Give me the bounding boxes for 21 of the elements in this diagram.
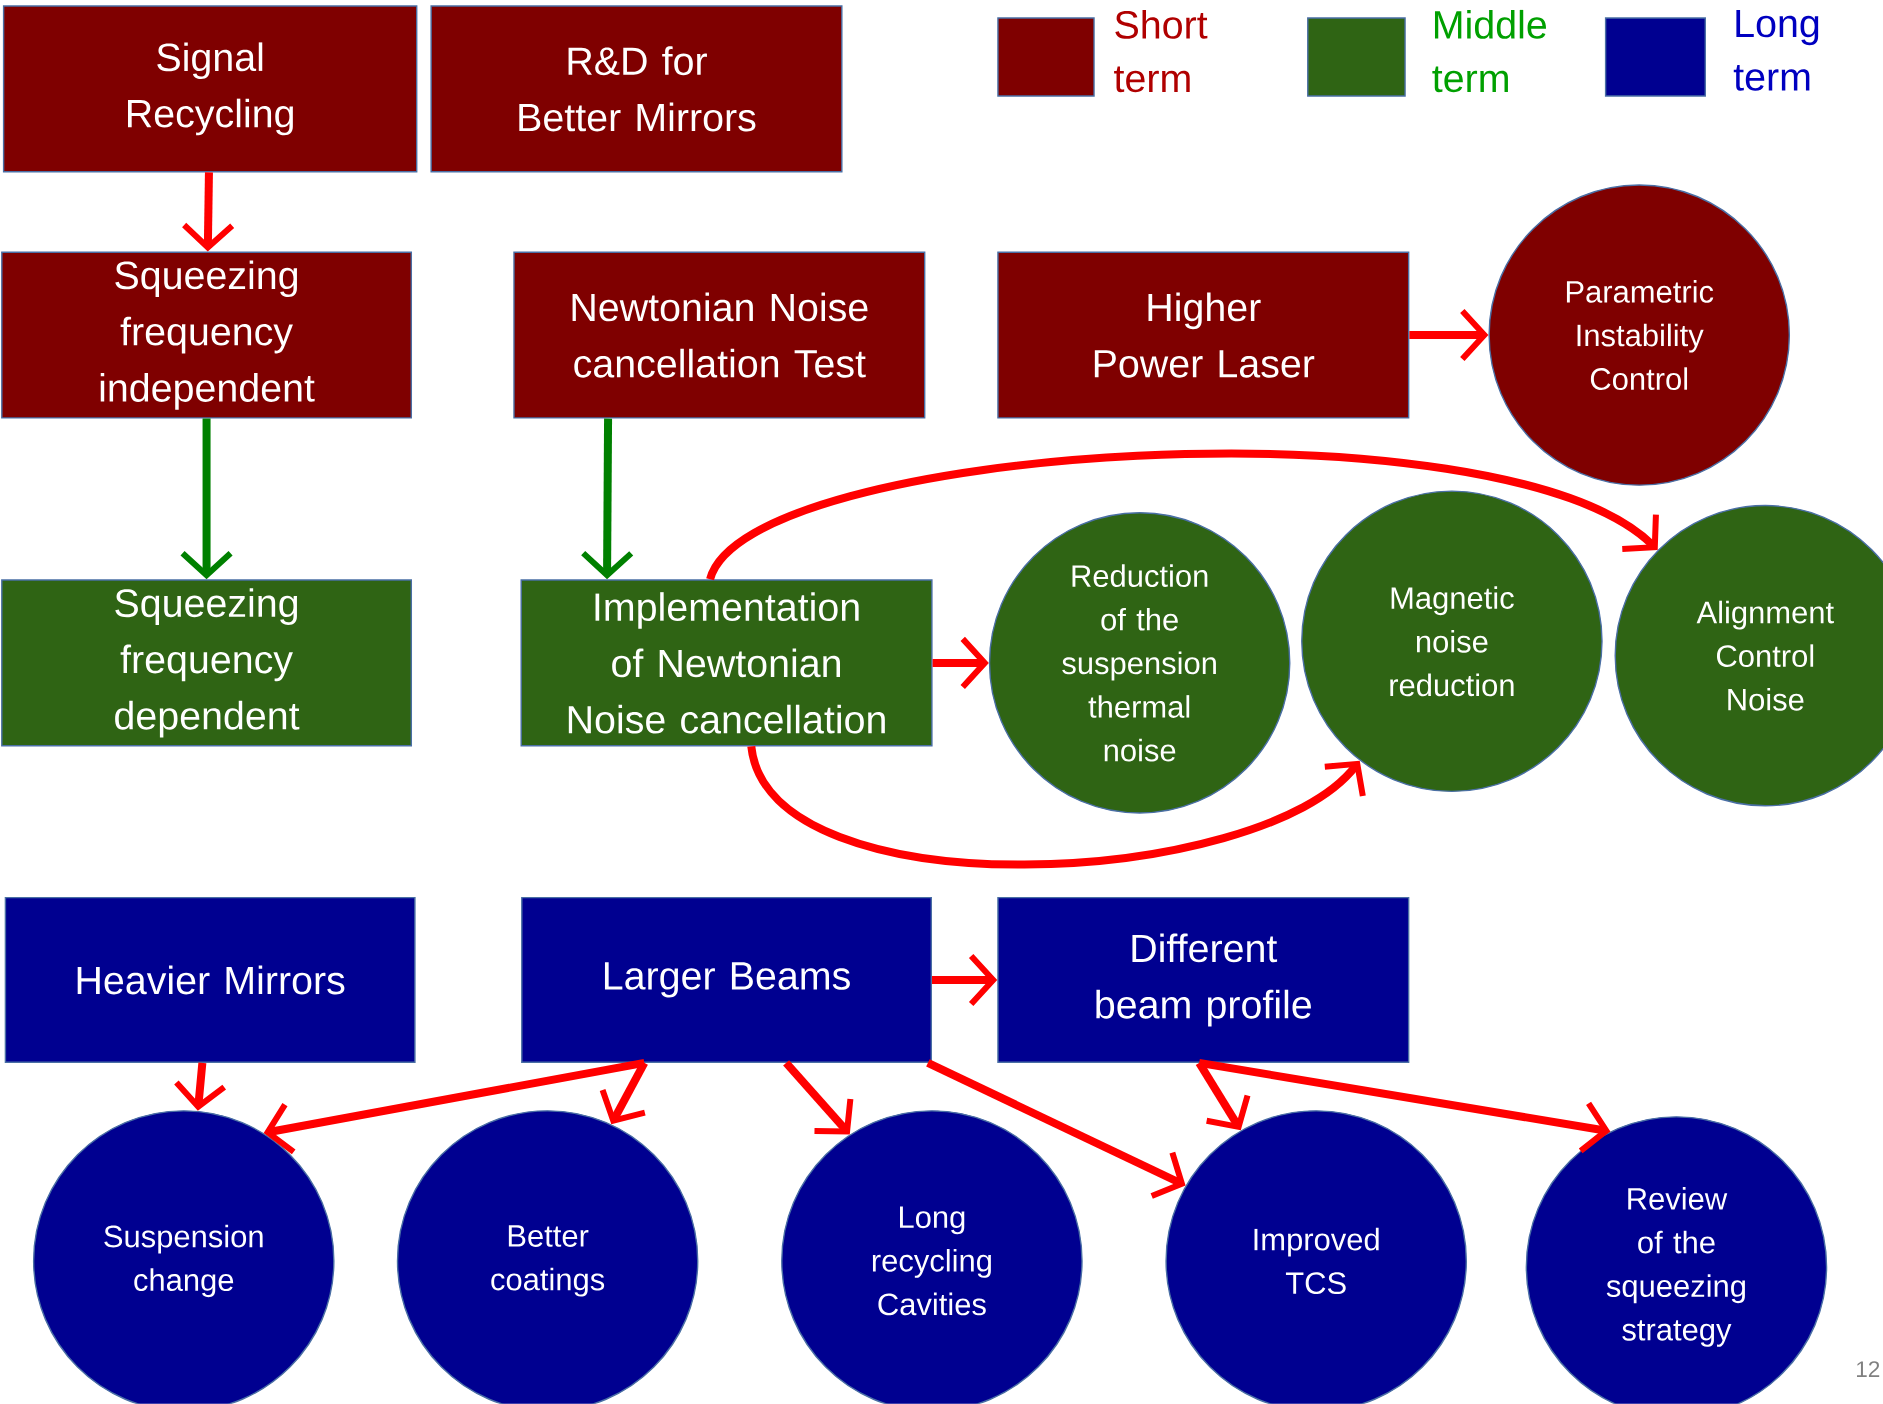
process-box: Squeezing frequency dependent [1,579,412,747]
legend-label: Short term [1114,10,1208,93]
page-number: 12 [1857,1361,1880,1377]
process-box: Squeezing frequency independent [1,251,412,419]
arrow [581,418,634,580]
process-box: Heavier Mirrors [4,897,416,1063]
process-box: Signal Recycling [2,5,418,173]
legend-label: Long term [1733,9,1819,91]
legend-label: Middle term [1432,10,1546,93]
process-box: Different beam profile [997,897,1410,1063]
arrow [706,449,1659,582]
process-box: Larger Beams [521,897,932,1063]
process-box: Higher Power Laser [997,251,1410,419]
arrow [1198,1059,1611,1154]
arrow [263,1059,646,1155]
process-box: R&D for Better Mirrors [430,5,843,173]
arrow [747,745,1366,869]
arrow [180,418,233,580]
arrow [926,1059,1186,1199]
process-box: Newtonian Noise cancellation Test [513,251,926,419]
process-box: Implementation of Newtonian Noise cancellation [520,579,933,747]
